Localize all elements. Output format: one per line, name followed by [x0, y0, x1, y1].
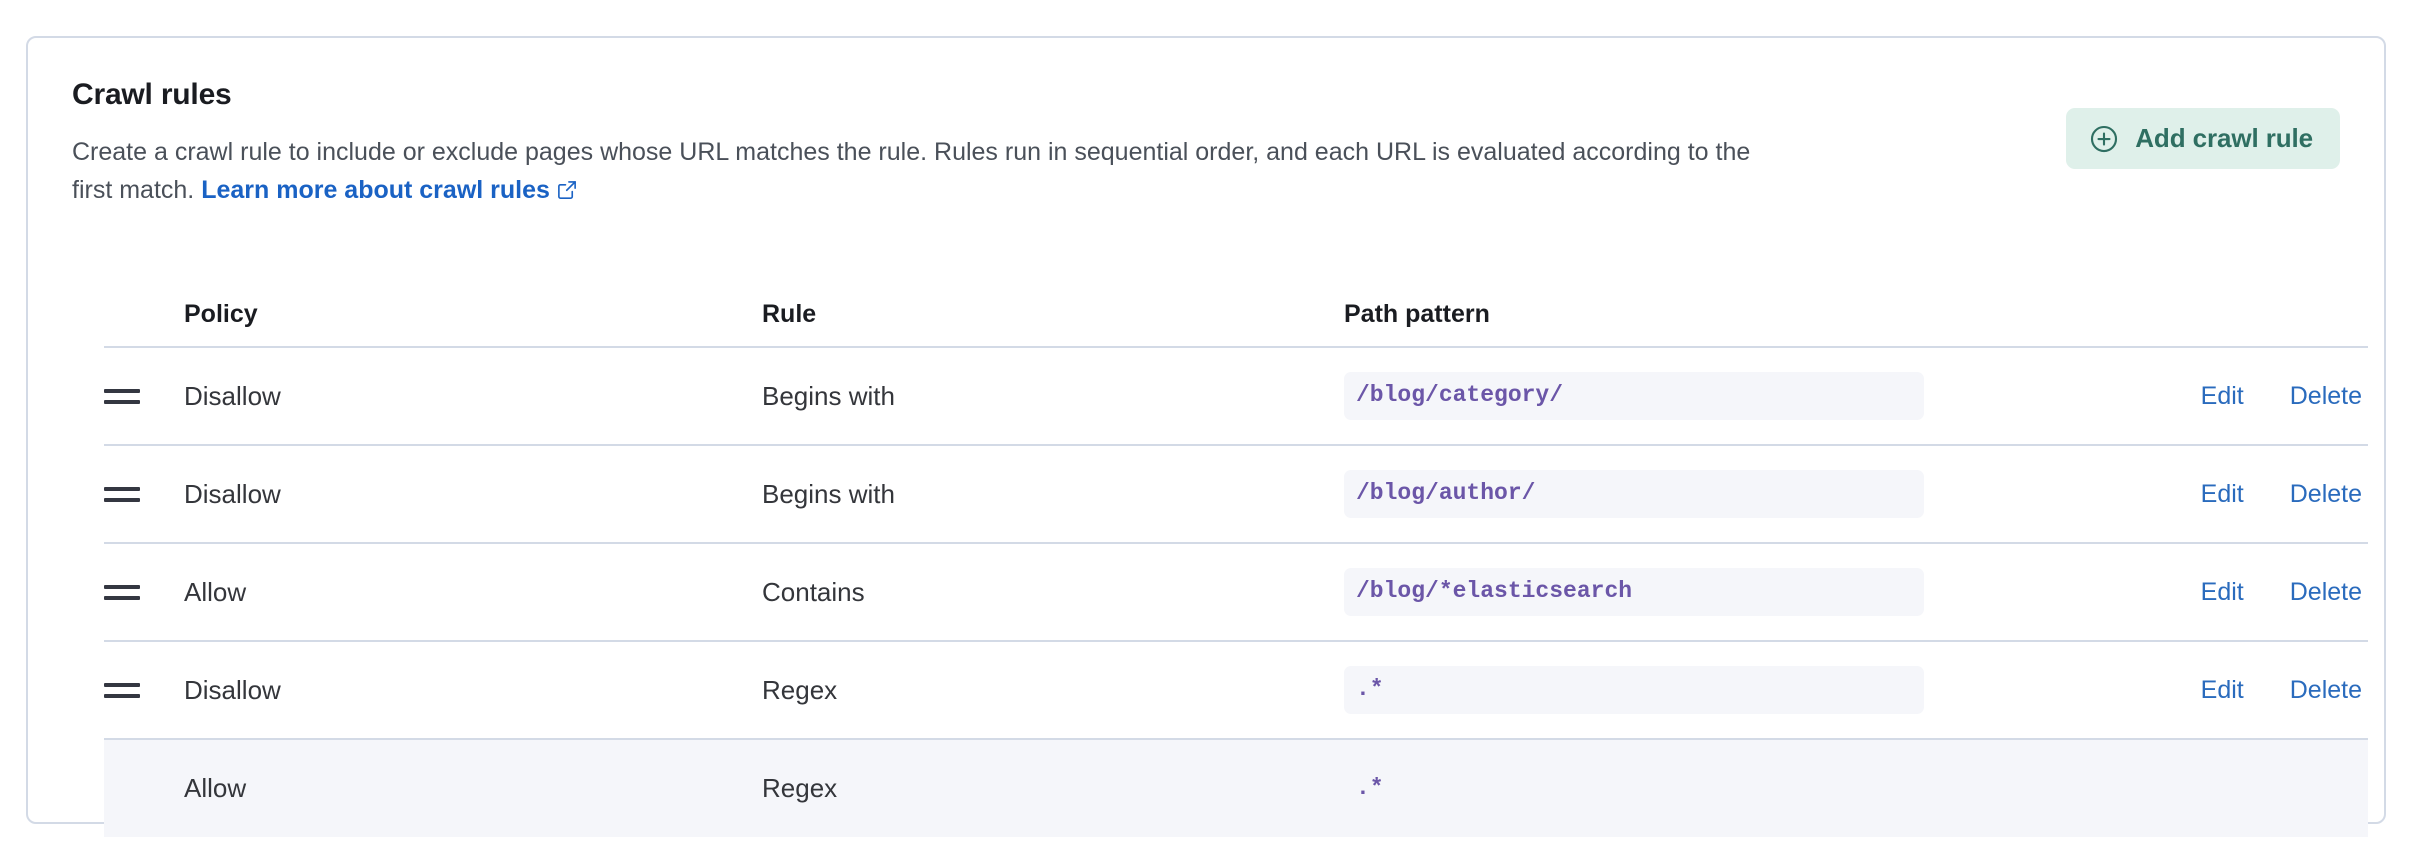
cell-rule: Begins with: [762, 445, 1344, 544]
path-pattern-code: .*: [1356, 774, 1384, 801]
cell-path-pattern: /blog/category/: [1344, 347, 1944, 446]
delete-link[interactable]: Delete: [2289, 577, 2362, 606]
table-header-row: Policy Rule Path pattern: [104, 300, 2368, 348]
card-description-text: Create a crawl rule to include or exclud…: [72, 138, 1751, 204]
cell-policy: Disallow: [184, 445, 762, 544]
card-header: Crawl rules Create a crawl rule to inclu…: [72, 78, 2340, 209]
drag-handle-icon[interactable]: [104, 486, 140, 502]
card-inner: Crawl rules Create a crawl rule to inclu…: [28, 38, 2384, 837]
external-link-icon: [557, 180, 577, 200]
cell-rule: Regex: [762, 641, 1344, 740]
edit-link[interactable]: Edit: [2200, 381, 2244, 410]
path-pattern-code: /blog/*elasticsearch: [1344, 568, 1924, 616]
delete-link[interactable]: Delete: [2289, 479, 2362, 508]
path-pattern-code: /blog/author/: [1344, 470, 1924, 518]
cell-policy: Allow: [184, 739, 762, 837]
cell-actions: [1944, 739, 2368, 837]
delete-link[interactable]: Delete: [2289, 381, 2362, 410]
cell-actions: Edit Delete: [1944, 543, 2368, 642]
cell-rule: Regex: [762, 739, 1344, 837]
drag-handle-icon[interactable]: [104, 388, 140, 404]
cell-rule: Begins with: [762, 347, 1344, 446]
row-drag-cell: [104, 445, 184, 544]
column-header-actions: [1944, 300, 2368, 348]
column-header-path-pattern: Path pattern: [1344, 300, 1944, 348]
row-actions: Edit Delete: [1944, 382, 2368, 411]
card-description: Create a crawl rule to include or exclud…: [72, 133, 1752, 209]
cell-policy: Allow: [184, 543, 762, 642]
row-actions: Edit Delete: [1944, 578, 2368, 607]
row-drag-cell: [104, 739, 184, 837]
card-header-text: Crawl rules Create a crawl rule to inclu…: [72, 78, 1752, 209]
cell-path-pattern: .*: [1344, 641, 1944, 740]
cell-path-pattern: /blog/*elasticsearch: [1344, 543, 1944, 642]
edit-link[interactable]: Edit: [2200, 479, 2244, 508]
row-actions: Edit Delete: [1944, 480, 2368, 509]
delete-link[interactable]: Delete: [2289, 675, 2362, 704]
column-header-rule: Rule: [762, 300, 1344, 348]
drag-handle-icon[interactable]: [104, 584, 140, 600]
add-crawl-rule-button[interactable]: Add crawl rule: [2066, 108, 2340, 169]
cell-actions: Edit Delete: [1944, 445, 2368, 544]
column-header-policy: Policy: [184, 300, 762, 348]
add-crawl-rule-label: Add crawl rule: [2135, 123, 2313, 153]
table-head: Policy Rule Path pattern: [104, 300, 2368, 348]
plus-in-circle-icon: [2089, 124, 2119, 154]
cell-path-pattern: /blog/author/: [1344, 445, 1944, 544]
row-drag-cell: [104, 543, 184, 642]
edit-link[interactable]: Edit: [2200, 577, 2244, 606]
row-actions: Edit Delete: [1944, 676, 2368, 705]
column-header-handle: [104, 300, 184, 348]
page-title: Crawl rules: [72, 78, 232, 111]
cell-path-pattern: .*: [1344, 739, 1944, 837]
row-drag-cell: [104, 641, 184, 740]
learn-more-label: Learn more about crawl rules: [201, 176, 550, 204]
path-pattern-code: .*: [1344, 666, 1924, 714]
cell-actions: Edit Delete: [1944, 641, 2368, 740]
crawl-rules-card: Crawl rules Create a crawl rule to inclu…: [26, 36, 2386, 837]
row-drag-cell: [104, 347, 184, 446]
learn-more-link[interactable]: Learn more about crawl rules: [201, 176, 577, 204]
drag-handle-icon[interactable]: [104, 682, 140, 698]
cell-rule: Contains: [762, 543, 1344, 642]
cell-policy: Disallow: [184, 641, 762, 740]
path-pattern-code: /blog/category/: [1344, 372, 1924, 420]
cell-actions: Edit Delete: [1944, 347, 2368, 446]
cell-policy: Disallow: [184, 347, 762, 446]
edit-link[interactable]: Edit: [2200, 675, 2244, 704]
